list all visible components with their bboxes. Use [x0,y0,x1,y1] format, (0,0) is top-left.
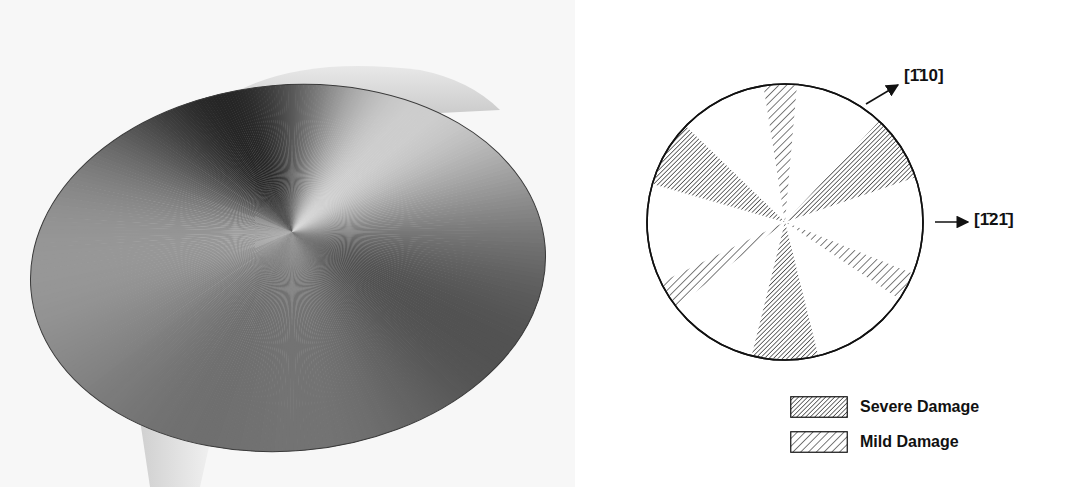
hatch-sample [791,432,848,453]
direction-label: [1̄10] [904,66,944,86]
direction-label: [1̄21̄] [974,210,1014,230]
shading-wedge [292,0,333,232]
wafer-outline-rim [647,84,923,360]
shading-wedge [0,198,292,232]
wafer-outline [647,84,923,360]
legend-entry: Mild Damage [790,431,959,453]
damage-map [647,84,923,360]
legend-entry: Severe Damage [790,396,979,418]
legend-swatch [790,396,848,418]
direction-arrow [866,85,898,104]
legend-label: Mild Damage [860,433,959,451]
hatch-sample [791,397,848,418]
shading-wedge [258,232,292,487]
shading-wedge [292,0,318,232]
shading-wedge [273,232,292,487]
damage-sector [752,222,818,359]
damage-sector [662,222,785,306]
damage-sector [785,222,912,299]
shading-wedge [292,0,326,232]
wafer-disk [0,0,712,487]
wafer-edge [15,63,561,473]
direction-arrow [935,221,968,223]
shading-wedge [266,232,292,487]
shading-wedge [292,0,311,232]
shading-wedge [0,206,292,232]
damage-sector [764,85,797,222]
legend-label: Severe Damage [860,398,979,416]
damage-sector [785,122,915,222]
shading-wedge [292,0,304,232]
legend-swatch [790,431,848,453]
shading-wedge [0,213,292,232]
